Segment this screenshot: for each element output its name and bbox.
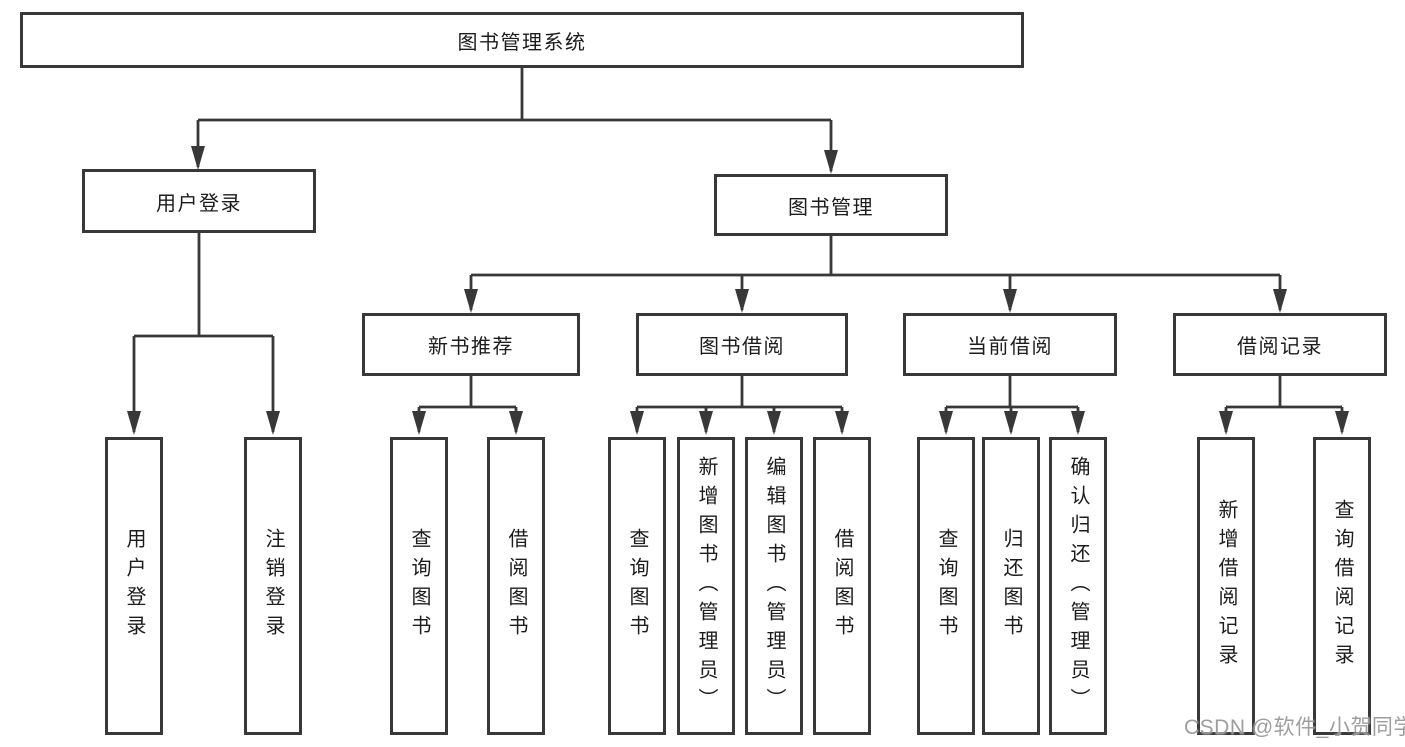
leaf-cb-confirm-return-admin-label: 确认归还（管理员）: [1067, 455, 1089, 717]
leaf-nbr-query-books: 查询图书: [390, 437, 448, 735]
leaf-bb-edit-book-admin-label: 编辑图书（管理员）: [763, 455, 785, 717]
leaf-bb-add-book-admin: 新增图书（管理员）: [677, 437, 735, 735]
csdn-watermark: CSDN @软件_小贺同学: [1184, 716, 1405, 739]
leaf-cb-query-books-label: 查询图书: [935, 528, 957, 644]
leaf-bb-query-books-label: 查询图书: [626, 528, 648, 644]
leaf-nbr-borrow-books-label: 借阅图书: [505, 528, 527, 644]
node-book-borrow-label: 图书借阅: [699, 336, 785, 358]
node-user-login: 用户登录: [82, 169, 316, 233]
leaf-br-query-record: 查询借阅记录: [1313, 437, 1371, 735]
leaf-br-add-record: 新增借阅记录: [1197, 437, 1255, 735]
leaf-bb-query-books: 查询图书: [608, 437, 666, 735]
leaf-bb-borrow-books: 借阅图书: [813, 437, 871, 735]
node-root: 图书管理系统: [20, 12, 1024, 68]
node-user-login-label: 用户登录: [156, 192, 242, 215]
leaf-bb-edit-book-admin: 编辑图书（管理员）: [745, 437, 803, 735]
leaf-user-login-label: 用户登录: [123, 528, 145, 644]
node-current-borrow: 当前借阅: [903, 313, 1117, 376]
node-current-borrow-label: 当前借阅: [967, 336, 1053, 358]
leaf-cb-return-books: 归还图书: [982, 437, 1040, 735]
node-borrow-records: 借阅记录: [1173, 313, 1387, 376]
leaf-br-query-record-label: 查询借阅记录: [1331, 499, 1353, 673]
leaf-nbr-borrow-books: 借阅图书: [487, 437, 545, 735]
node-borrow-records-label: 借阅记录: [1237, 336, 1323, 358]
node-book-borrow: 图书借阅: [636, 313, 848, 376]
leaf-cb-return-books-label: 归还图书: [1000, 528, 1022, 644]
leaf-cb-query-books: 查询图书: [917, 437, 975, 735]
leaf-logout: 注销登录: [244, 437, 302, 735]
node-root-label: 图书管理系统: [457, 31, 587, 54]
leaf-br-add-record-label: 新增借阅记录: [1215, 499, 1237, 673]
leaf-bb-borrow-books-label: 借阅图书: [831, 528, 853, 644]
node-new-book-recommend-label: 新书推荐: [428, 336, 514, 358]
node-book-management-label: 图书管理: [788, 196, 874, 219]
leaf-bb-add-book-admin-label: 新增图书（管理员）: [695, 455, 717, 717]
leaf-logout-label: 注销登录: [262, 528, 284, 644]
leaf-user-login: 用户登录: [105, 437, 163, 735]
node-new-book-recommend: 新书推荐: [362, 313, 580, 376]
node-book-management: 图书管理: [714, 174, 948, 236]
leaf-cb-confirm-return-admin: 确认归还（管理员）: [1049, 437, 1107, 735]
leaf-nbr-query-books-label: 查询图书: [408, 528, 430, 644]
